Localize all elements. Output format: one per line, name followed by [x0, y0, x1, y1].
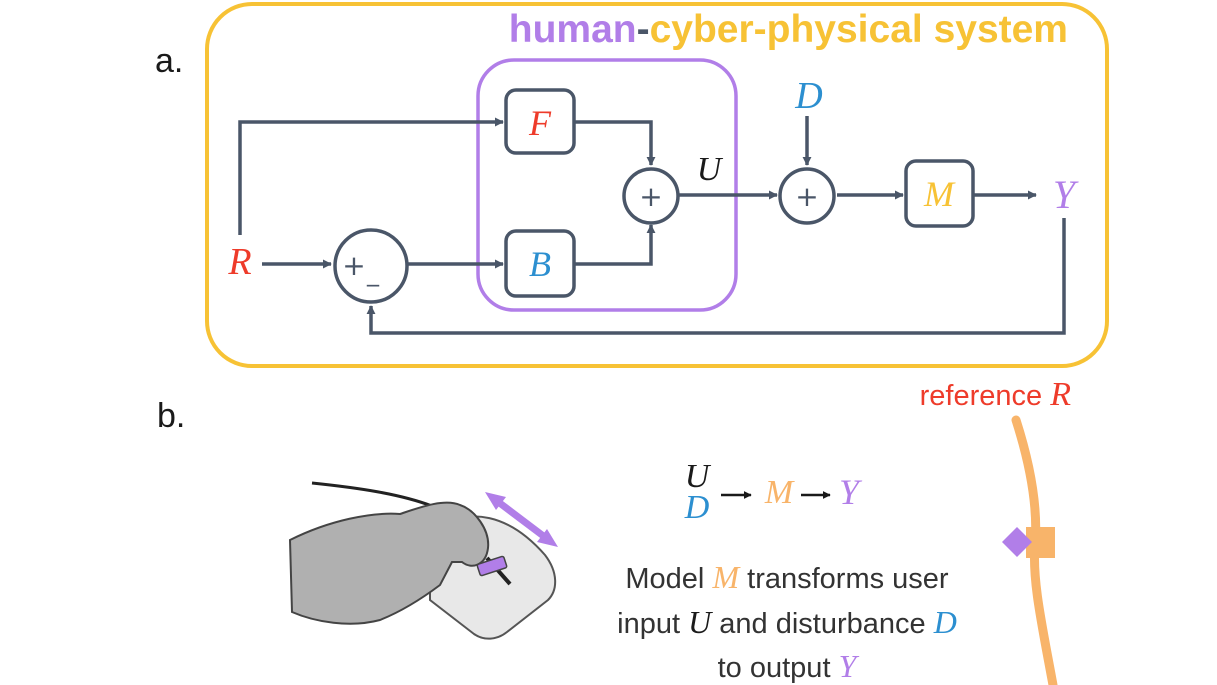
eq-d: D	[684, 489, 710, 526]
wire-feedback	[366, 218, 1066, 335]
sum-junction-error	[333, 228, 409, 304]
block-b-label: B	[529, 244, 551, 284]
hand-joystick-icon	[288, 481, 558, 640]
system-title: human-cyber-physical system	[509, 8, 1068, 51]
eq-m: M	[764, 474, 795, 511]
signal-y-label: Y	[1053, 172, 1079, 217]
bidirectional-arrow-icon	[490, 495, 553, 544]
wires	[238, 116, 1066, 335]
bidirectional-arrow-head-1	[485, 492, 506, 510]
caption-line-3: to output Y	[718, 648, 860, 684]
panel-a-label: a.	[155, 42, 183, 80]
sum-controller-plus: +	[639, 180, 662, 213]
caption-line-2: input U and disturbance D	[617, 604, 957, 640]
eq-u: U	[685, 458, 712, 495]
system-boundary	[205, 2, 1109, 368]
human-boundary	[476, 58, 738, 312]
system-title-dash: -	[637, 8, 650, 51]
block-f	[504, 88, 576, 155]
reference-label: reference R	[920, 376, 1072, 413]
sum-error-plus: +	[342, 249, 365, 282]
signal-u-label: U	[697, 151, 724, 188]
joystick-cable	[311, 481, 433, 508]
sum-junction-disturbance	[778, 167, 836, 225]
block-b	[504, 229, 576, 298]
wire-b-to-sum	[574, 224, 656, 266]
system-title-rest: cyber-physical system	[650, 8, 1068, 51]
hand	[288, 501, 490, 625]
caption-line-1: Model M transforms user	[625, 559, 949, 595]
joystick-knob	[476, 555, 508, 577]
eq-y: Y	[839, 472, 863, 512]
sum-disturbance-plus: +	[795, 180, 818, 213]
signal-d-label: D	[794, 75, 822, 117]
cursor-diamond-icon	[1002, 527, 1032, 557]
wire-f-to-sum	[574, 120, 656, 166]
signal-r-label: R	[227, 241, 251, 283]
block-m-label: M	[923, 174, 956, 214]
sum-error-minus: _	[366, 259, 380, 287]
wire-r-to-f	[238, 117, 504, 235]
system-title-human: human	[509, 8, 637, 51]
sum-junction-controller	[622, 167, 680, 225]
block-f-label: F	[528, 103, 552, 143]
panel-b-label: b.	[157, 397, 185, 435]
block-m	[904, 159, 975, 228]
bidirectional-arrow-head-2	[537, 529, 558, 547]
